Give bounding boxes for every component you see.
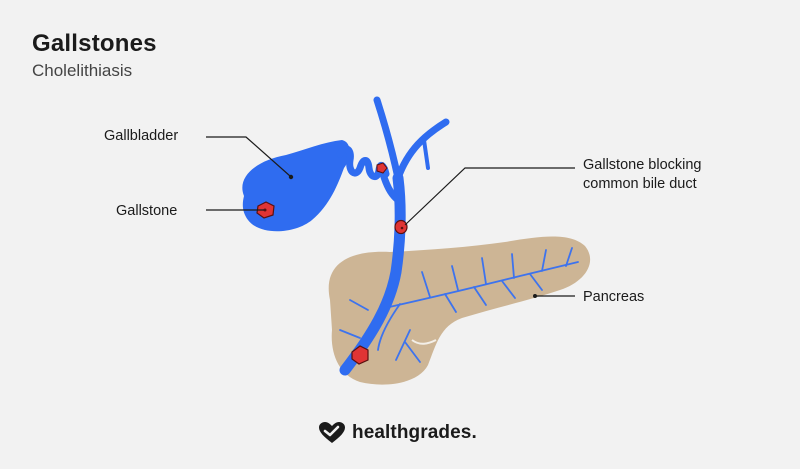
blocking-label-line2: common bile duct (583, 176, 697, 192)
blocking-label-line1: Gallstone blocking (583, 157, 702, 173)
gallstone-near-pancreas (351, 345, 369, 365)
pancreatic-fold (411, 339, 437, 345)
gallbladder-shape (242, 140, 350, 232)
healthgrades-logo: healthgrades. (318, 421, 477, 445)
gallstone-blocking-bile-duct (394, 219, 408, 235)
page-title: Gallstones (32, 30, 157, 57)
brand-name: healthgrades. (352, 422, 477, 443)
pancreas-label: Pancreas (583, 289, 645, 305)
blocking-stone-label: Gallstone blocking common bile duct (583, 156, 783, 194)
page-subtitle: Cholelithiasis (32, 61, 133, 80)
pancreatic-ducts (339, 247, 579, 363)
heart-check-icon (319, 422, 345, 443)
bile-ducts (339, 96, 450, 376)
gallbladder-neck (336, 145, 390, 180)
gallstone-label: Gallstone (116, 203, 178, 219)
gallstone-in-gallbladder (256, 201, 275, 219)
gallstone-in-cystic-duct (376, 162, 388, 174)
gallbladder-label: Gallbladder (104, 128, 179, 144)
leader-lines (206, 136, 575, 299)
